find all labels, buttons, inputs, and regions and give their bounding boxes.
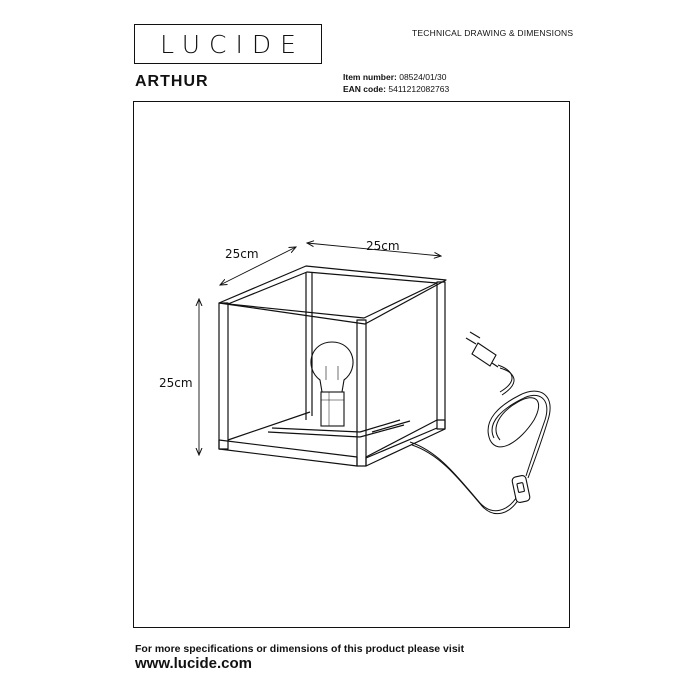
width-dimension-arrow (307, 243, 441, 256)
item-number-value: 08524/01/30 (399, 72, 447, 82)
document-type: TECHNICAL DRAWING & DIMENSIONS (412, 28, 574, 38)
power-cable (409, 364, 551, 515)
light-bulb (310, 341, 354, 427)
dimension-lines (199, 243, 441, 455)
frame-top (218, 265, 447, 325)
footer-link[interactable]: www.lucide.com (135, 655, 252, 672)
ean-code-row: EAN code: 5411212082763 (343, 84, 449, 94)
ean-code-value: 5411212082763 (388, 84, 450, 94)
brand-logo: LUCIDE (134, 24, 322, 64)
ean-code-label: EAN code: (343, 84, 386, 94)
bulb-socket (320, 391, 345, 427)
height-dimension-label: 25cm (159, 376, 193, 390)
frame-front-right-post (356, 319, 367, 467)
product-name: ARTHUR (135, 73, 209, 90)
frame-bottom-front (218, 439, 358, 467)
item-number-row: Item number: 08524/01/30 (343, 72, 447, 82)
depth-dimension-arrow (220, 247, 296, 285)
frame-bottom-right (365, 419, 446, 467)
lamp-cube-frame (218, 265, 447, 467)
power-plug (465, 331, 499, 368)
frame-front-left-post (218, 302, 229, 450)
frame-back-right-post (436, 281, 446, 430)
item-number-label: Item number: (343, 72, 397, 82)
brand-logo-text: LUCIDE (160, 29, 305, 59)
depth-dimension-label: 25cm (225, 247, 259, 261)
drawing-frame (133, 101, 570, 628)
inline-switch (511, 475, 531, 503)
width-dimension-label: 25cm (366, 239, 400, 253)
footer-text: For more specifications or dimensions of… (135, 643, 465, 655)
